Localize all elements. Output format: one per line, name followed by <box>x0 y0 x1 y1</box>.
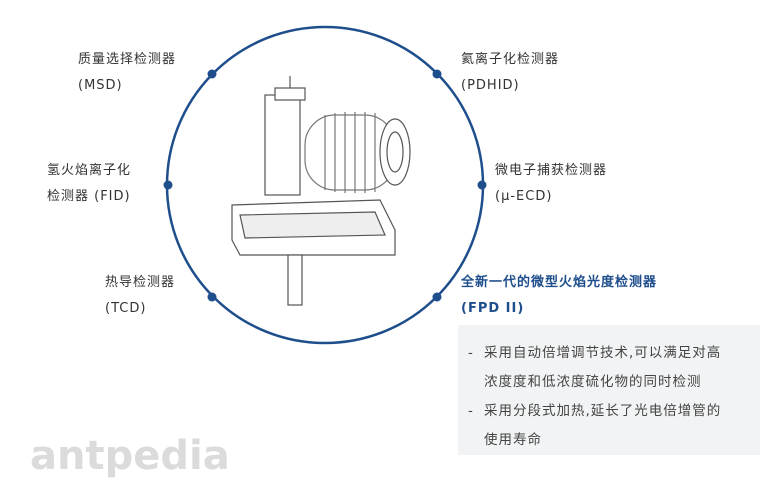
feature-item: -采用分段式加热,延长了光电倍增管的 使用寿命 <box>468 397 721 455</box>
dot-tcd <box>207 292 217 302</box>
dot-pdhid <box>432 69 442 79</box>
feature-box: -采用自动倍增调节技术,可以满足对高 浓度度和低浓度硫化物的同时检测 -采用分段… <box>458 325 760 455</box>
fpd-device-illustration <box>231 76 411 306</box>
dot-fid <box>163 180 173 190</box>
detector-abbr: (PDHID) <box>461 78 520 93</box>
detector-fid: 氢火焰离子化 检测器 (FID) <box>47 158 131 210</box>
feature-text: 采用分段式加热,延长了光电倍增管的 <box>484 403 722 419</box>
bullet: - <box>468 403 474 419</box>
feature-text: 浓度度和低浓度硫化物的同时检测 <box>484 374 702 390</box>
dot-fpd <box>432 292 442 302</box>
detector-abbr: 检测器 (FID) <box>47 189 131 204</box>
detector-pdhid: 氦离子化检测器 (PDHID) <box>461 47 559 99</box>
dot-ecd <box>477 180 487 190</box>
detector-abbr: (MSD) <box>78 78 123 93</box>
detector-name: 热导检测器 <box>105 275 176 290</box>
watermark: antpedia <box>30 433 230 479</box>
dot-msd <box>207 69 217 79</box>
detector-ecd: 微电子捕获检测器 (μ-ECD) <box>495 158 607 210</box>
feature-text: 采用自动倍增调节技术,可以满足对高 <box>484 345 722 361</box>
feature-text: 使用寿命 <box>484 432 542 448</box>
detector-name: 全新一代的微型火焰光度检测器 <box>461 275 658 290</box>
detector-abbr: (FPD II) <box>461 301 525 316</box>
detector-name: 质量选择检测器 <box>78 52 177 67</box>
detector-abbr: (μ-ECD) <box>495 189 553 204</box>
detector-name: 微电子捕获检测器 <box>495 163 608 178</box>
detector-tcd: 热导检测器 (TCD) <box>105 270 175 322</box>
feature-item: -采用自动倍增调节技术,可以满足对高 浓度度和低浓度硫化物的同时检测 <box>468 339 721 397</box>
detector-msd: 质量选择检测器 (MSD) <box>78 47 176 99</box>
detector-name: 氢火焰离子化 <box>47 163 132 178</box>
bullet: - <box>468 345 474 361</box>
detector-fpd-highlight: 全新一代的微型火焰光度检测器 (FPD II) <box>461 270 657 322</box>
detector-abbr: (TCD) <box>105 301 147 316</box>
detector-name: 氦离子化检测器 <box>461 52 560 67</box>
